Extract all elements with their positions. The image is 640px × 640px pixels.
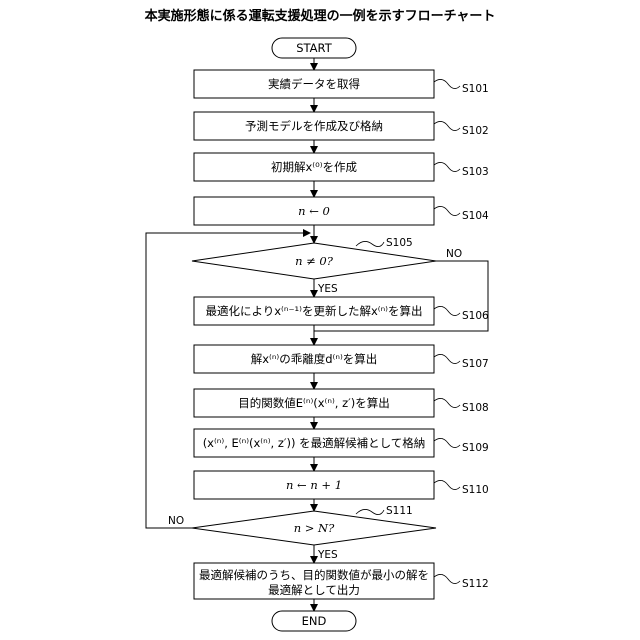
end-label: END [302,614,327,628]
step-s103: 初期解x⁽⁰⁾を作成 [194,153,434,181]
start-terminal: START [272,38,356,58]
step-id-s102: S102 [462,125,489,137]
step-id-s108: S108 [462,402,489,414]
page-title: 本実施形態に係る運転支援処理の一例を示すフローチャート [145,8,496,24]
end-terminal: END [272,611,356,631]
step-s102: 予測モデルを作成及び格納 [194,112,434,140]
step-s106-text: 最適化によりx⁽ⁿ⁻¹⁾を更新した解x⁽ⁿ⁾を算出 [205,304,422,318]
step-s104-text: n ← 0 [298,204,330,218]
step-id-s103: S103 [462,166,489,178]
step-s106: 最適化によりx⁽ⁿ⁻¹⁾を更新した解x⁽ⁿ⁾を算出 [194,297,434,325]
step-s104: n ← 0 [194,197,434,225]
step-id-s101: S101 [462,83,489,95]
step-s110: n ← n + 1 [194,471,434,499]
decision-s111-text: n > N? [294,521,335,535]
step-s109-text: (x⁽ⁿ⁾, E⁽ⁿ⁾(x⁽ⁿ⁾, z′)) を最適解候補として格納 [203,436,426,450]
s111-yes-label: YES [317,549,338,561]
step-id-s107: S107 [462,358,489,370]
step-s112-text-line2: 最適解として出力 [268,583,360,597]
step-id-s110: S110 [462,484,489,496]
step-s101: 実績データを取得 [194,70,434,98]
step-s108: 目的関数値E⁽ⁿ⁾(x⁽ⁿ⁾, z′)を算出 [194,389,434,417]
step-s103-text: 初期解x⁽⁰⁾を作成 [271,160,358,174]
step-id-s112: S112 [462,578,489,590]
step-s112: 最適解候補のうち、目的関数値が最小の解を 最適解として出力 [194,563,434,599]
step-id-s111: S111 [386,505,413,517]
step-id-s106: S106 [462,310,489,322]
step-id-s104: S104 [462,210,489,222]
step-s110-text: n ← n + 1 [286,478,342,492]
s105-yes-label: YES [317,283,338,295]
step-s109: (x⁽ⁿ⁾, E⁽ⁿ⁾(x⁽ⁿ⁾, z′)) を最適解候補として格納 [194,429,434,457]
step-id-s105: S105 [386,237,413,249]
step-s107: 解x⁽ⁿ⁾の乖離度d⁽ⁿ⁾を算出 [194,345,434,373]
step-s107-text: 解x⁽ⁿ⁾の乖離度d⁽ⁿ⁾を算出 [251,352,378,366]
s111-no-label: NO [168,515,184,527]
step-s102-text: 予測モデルを作成及び格納 [245,119,383,133]
decision-s105-text: n ≠ 0? [295,254,334,268]
step-s112-text-line1: 最適解候補のうち、目的関数値が最小の解を [199,568,429,582]
s105-no-label: NO [446,248,462,260]
start-label: START [296,41,332,55]
step-s101-text: 実績データを取得 [268,77,360,91]
step-s108-text: 目的関数値E⁽ⁿ⁾(x⁽ⁿ⁾, z′)を算出 [238,396,389,410]
step-id-s109: S109 [462,442,489,454]
